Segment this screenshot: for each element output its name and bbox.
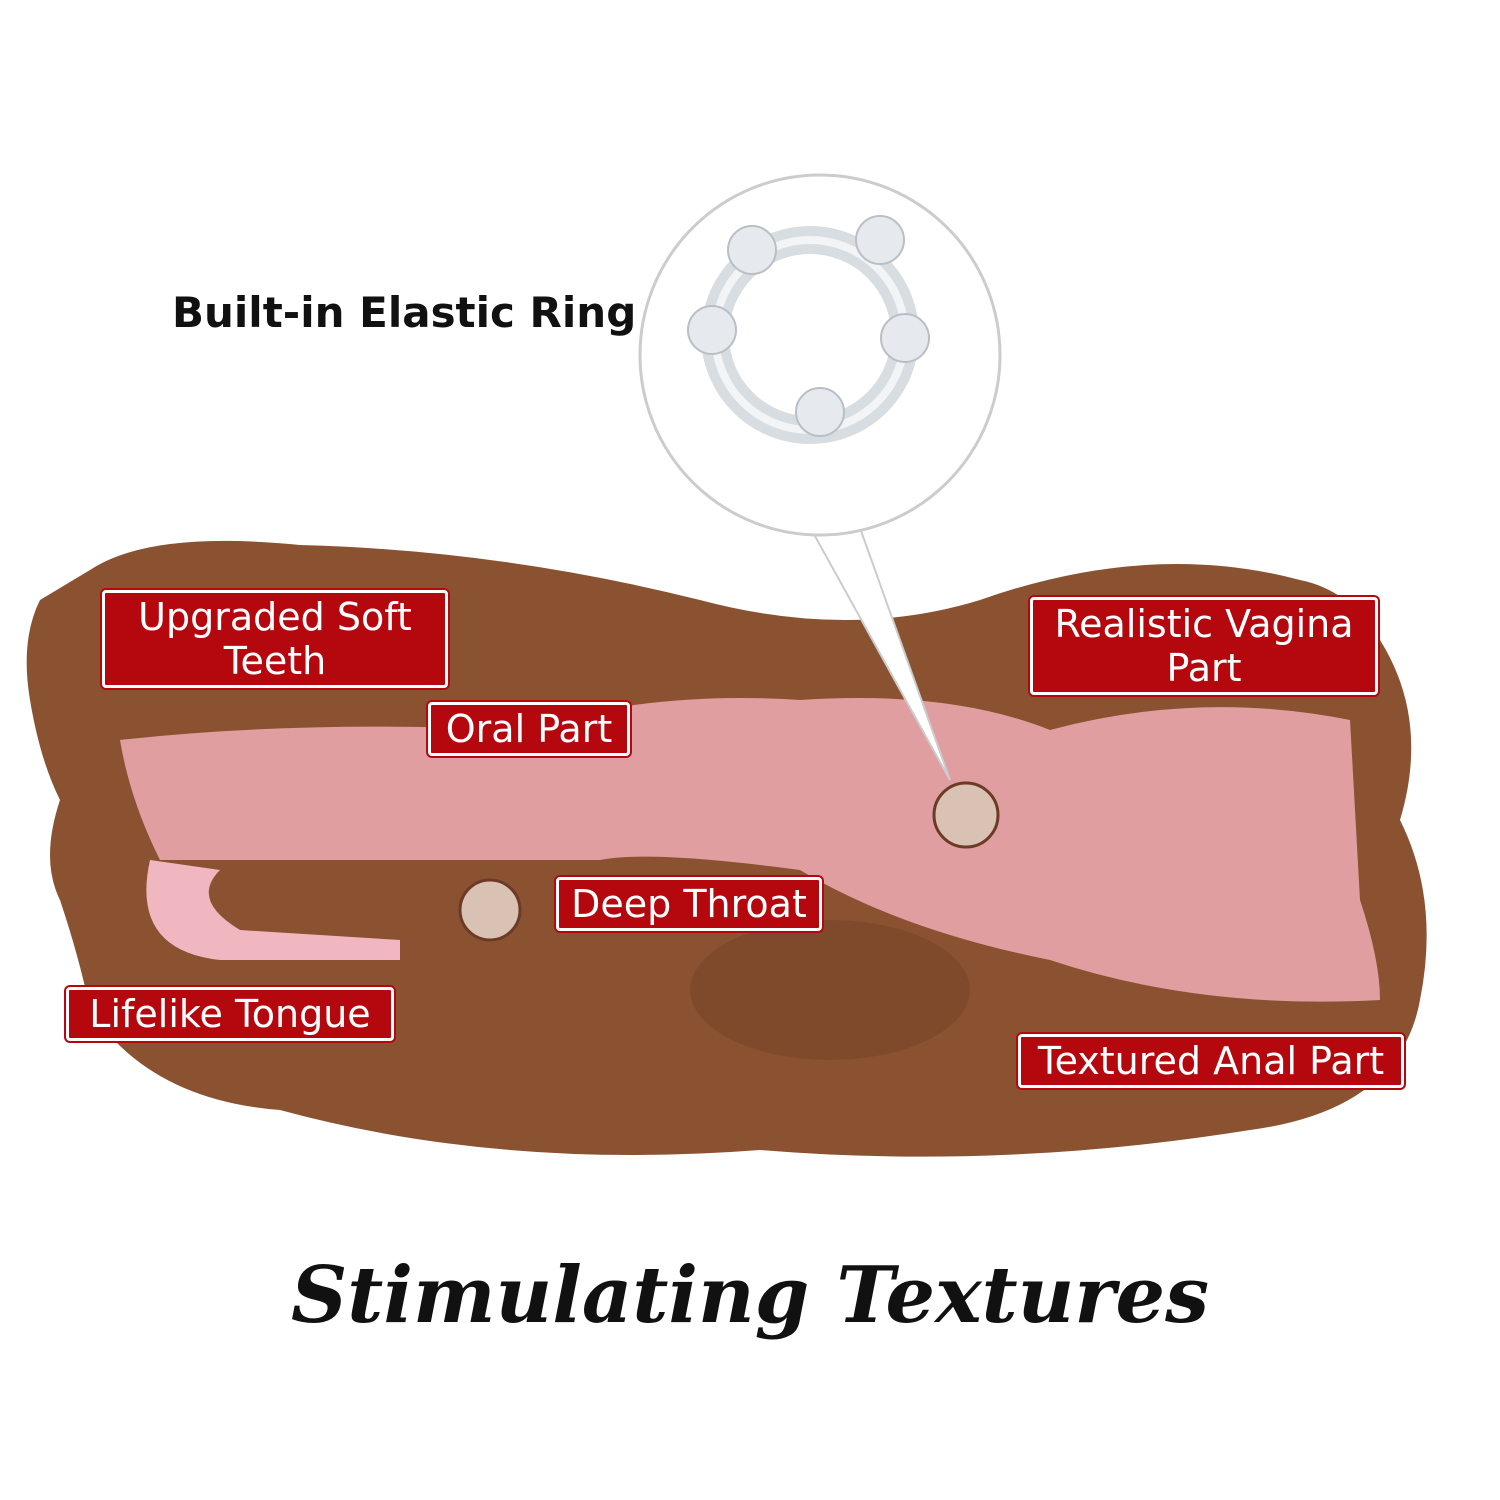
label-anal: Textured Anal Part [1018,1034,1404,1088]
label-vagina: Realistic Vagina Part [1030,597,1378,695]
label-tongue: Lifelike Tongue [66,987,394,1041]
ring-bead-inner [932,781,1000,849]
inner-channel [120,698,1380,1002]
label-teeth: Upgraded Soft Teeth [102,590,448,688]
label-oral: Oral Part [428,702,630,756]
throat-bead [458,878,522,942]
tongue-shape [146,860,400,960]
ring-beads [687,215,930,437]
ring-label: Built-in Elastic Ring [172,288,637,337]
breast-shape [690,920,970,1060]
label-throat: Deep Throat [556,877,822,931]
page-title: Stimulating Textures [290,1250,1210,1341]
